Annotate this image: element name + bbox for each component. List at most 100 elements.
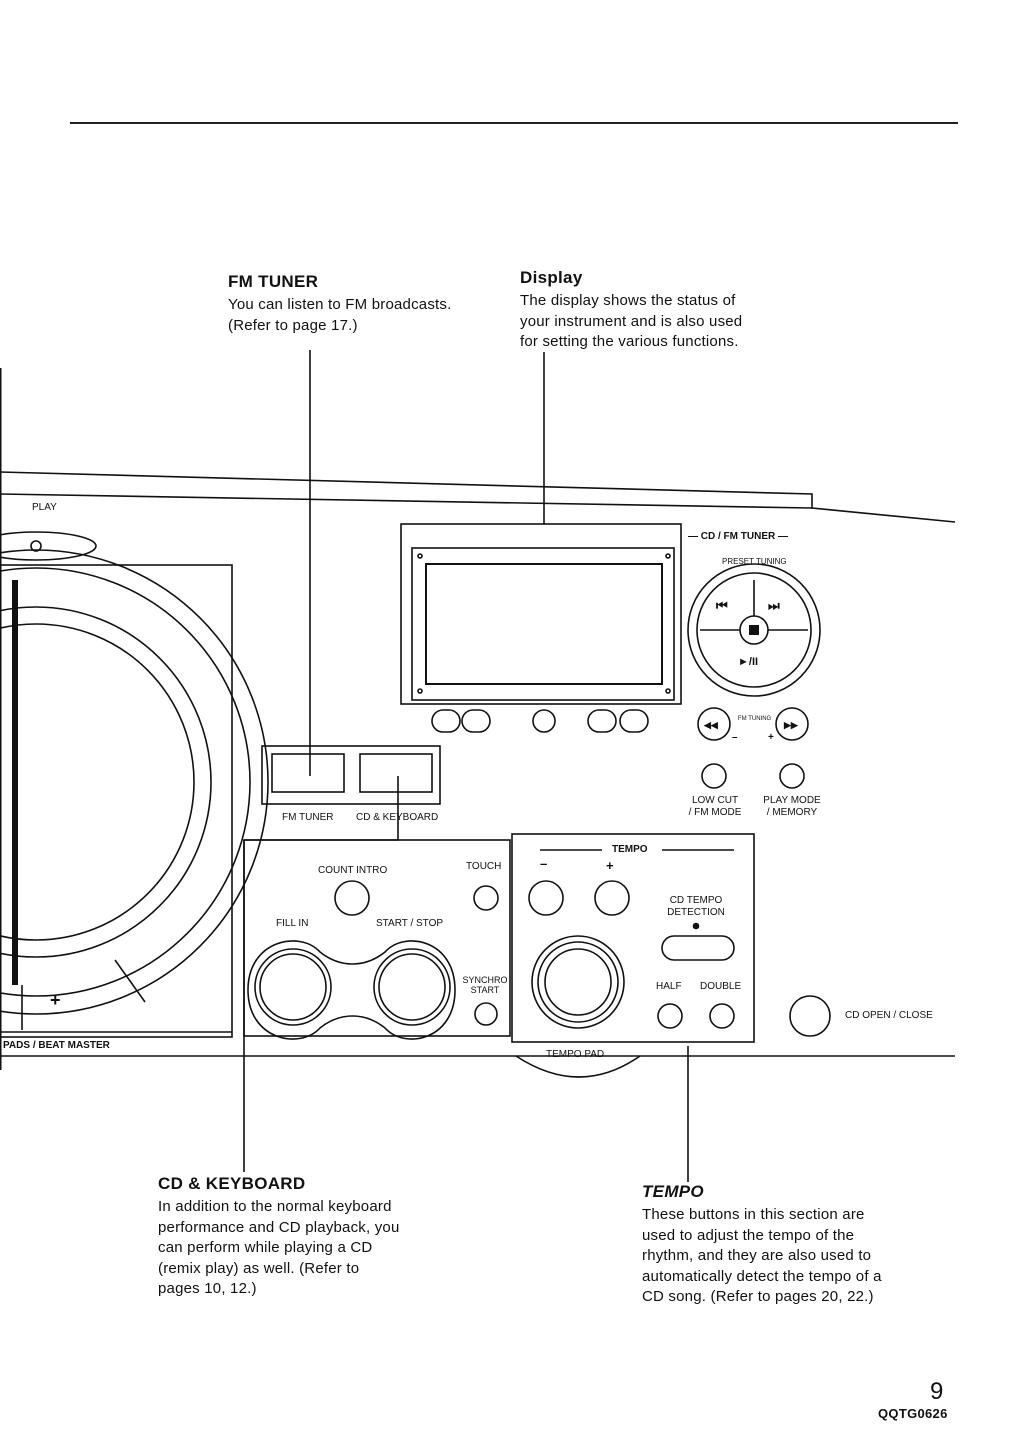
tempo-line-1: These buttons in this section are (642, 1206, 865, 1223)
cd-control-outer-ring (687, 563, 821, 697)
top-rule (70, 122, 958, 124)
tempo-panel-frame (511, 833, 755, 1043)
fm-tuner-button-label: FM TUNER (282, 812, 334, 823)
display-callout: Display The display shows the status of … (520, 268, 790, 353)
fm-tuner-callout: FM TUNER You can listen to FM broadcasts… (228, 272, 498, 336)
play-label: PLAY (32, 502, 57, 513)
cd-keyboard-button[interactable] (359, 753, 433, 793)
display-right-button-a[interactable] (587, 709, 617, 733)
start-stop-button-inner (378, 953, 446, 1021)
cd-tempo-detection-indicator (692, 922, 700, 930)
cd-keyboard-line-1: In addition to the normal keyboard (158, 1198, 392, 1215)
cd-keyboard-line-4: (remix play) as well. (Refer to (158, 1259, 360, 1277)
cabinet-top-edge-inner (0, 493, 813, 509)
display-line-3: for setting the various functions. (520, 333, 739, 350)
display-screw (665, 688, 671, 694)
display-left-button-a[interactable] (431, 709, 461, 733)
tempo-line-3: rhythm, and they are also used to (642, 1247, 872, 1264)
cd-tempo-label: CD TEMPO (669, 895, 723, 906)
fill-in-start-stop-frame (247, 940, 456, 1040)
play-pause-label: ►/II (738, 656, 759, 668)
prev-track-icon: ⏮ (716, 598, 728, 613)
document-code: QQTG0626 (878, 1406, 948, 1421)
cd-control-pad[interactable] (696, 572, 812, 688)
display-left-button-b[interactable] (461, 709, 491, 733)
fill-in-button[interactable] (254, 948, 332, 1026)
cd-keyboard-heading: CD & KEYBOARD (158, 1174, 306, 1193)
touch-label: TOUCH (466, 861, 502, 872)
double-button[interactable] (709, 1003, 735, 1029)
display-inner-frame (411, 547, 675, 701)
half-button[interactable] (657, 1003, 683, 1029)
start-stop-button[interactable] (373, 948, 451, 1026)
play-mode-memory-button[interactable] (779, 763, 805, 789)
tempo-callout: TEMPO These buttons in this section are … (642, 1182, 932, 1308)
cd-fm-tuner-label: — CD / FM TUNER — (688, 531, 788, 542)
tuning-plus-label: + (768, 732, 774, 743)
cd-keyboard-button-label: CD & KEYBOARD (356, 812, 439, 823)
turntable-ring-2 (0, 567, 251, 997)
fm-tuner-line-2: (Refer to page 17.) (228, 316, 358, 334)
tempo-line-5: CD song. (Refer to pages 20, 22.) (642, 1288, 874, 1305)
cd-keyboard-line-3: can perform while playing a CD (158, 1239, 373, 1256)
fast-forward-button[interactable] (775, 707, 809, 741)
cd-keyboard-callout: CD & KEYBOARD In addition to the normal … (158, 1174, 448, 1300)
cabinet-top-edge (0, 471, 956, 523)
play-mode-label: PLAY MODE (763, 795, 821, 806)
half-label: HALF (656, 981, 682, 992)
low-cut-label: LOW CUT (691, 795, 739, 806)
memory-label: / MEMORY (766, 807, 818, 818)
double-label: DOUBLE (700, 981, 742, 992)
display-heading: Display (520, 268, 583, 287)
tempo-pad-center (544, 948, 612, 1016)
display-screen (425, 563, 663, 685)
fm-mode-label: / FM MODE (688, 807, 742, 818)
tempo-pad-label: TEMPO PAD (546, 1049, 605, 1060)
display-right-button-b[interactable] (619, 709, 649, 733)
count-intro-button[interactable] (334, 880, 370, 916)
synchro-label: SYNCHRO (462, 975, 508, 985)
tempo-heading: TEMPO (642, 1182, 704, 1201)
next-track-icon: ⏭ (768, 598, 780, 613)
fill-in-button-inner (259, 953, 327, 1021)
count-intro-label: COUNT INTRO (318, 865, 388, 876)
tempo-line-2: used to adjust the tempo of the (642, 1226, 855, 1244)
rewind-button[interactable] (697, 707, 731, 741)
turntable-ring-3 (0, 606, 212, 958)
turntable-ring-4 (0, 623, 195, 941)
tempo-minus-label: – (540, 856, 548, 871)
synchro-start-label: START (470, 985, 500, 995)
fm-tuner-button[interactable] (271, 753, 345, 793)
preset-tuning-label: PRESET TUNING (722, 557, 787, 566)
display-screw (417, 688, 423, 694)
display-screw (417, 553, 423, 559)
stop-icon (749, 625, 759, 635)
touch-button[interactable] (473, 885, 499, 911)
display-center-button[interactable] (532, 709, 556, 733)
display-line-2: your instrument and is also used (520, 312, 743, 330)
tempo-pad[interactable] (531, 935, 625, 1029)
display-frame (400, 523, 682, 705)
plus-pad-label: + (50, 990, 61, 1010)
cd-tempo-detection-button[interactable] (661, 935, 735, 961)
cd-keyboard-line-2: performance and CD playback, you (158, 1218, 400, 1236)
tempo-minus-button[interactable] (528, 880, 564, 916)
cd-open-close-button[interactable] (789, 995, 831, 1037)
rewind-icon: ◀◀ (704, 720, 718, 730)
synchro-start-button[interactable] (474, 1002, 498, 1026)
tuning-minus-label: – (732, 732, 738, 743)
cd-open-close-label: CD OPEN / CLOSE (845, 1010, 933, 1021)
tempo-plus-button[interactable] (594, 880, 630, 916)
turntable-outer-ring (0, 549, 269, 1015)
play-button[interactable] (30, 540, 42, 552)
cd-keyboard-line-5: pages 10, 12.) (158, 1280, 257, 1297)
fast-forward-icon: ▶▶ (784, 720, 798, 730)
low-cut-fm-mode-button[interactable] (701, 763, 727, 789)
detection-label: DETECTION (667, 907, 725, 918)
tempo-pad-notch (515, 1055, 641, 1078)
source-buttons-frame (261, 745, 441, 805)
fm-tuner-line-1: You can listen to FM broadcasts. (228, 296, 452, 313)
tempo-pad-inner (537, 941, 619, 1023)
pads-beat-master-label: PADS / BEAT MASTER (3, 1040, 110, 1051)
